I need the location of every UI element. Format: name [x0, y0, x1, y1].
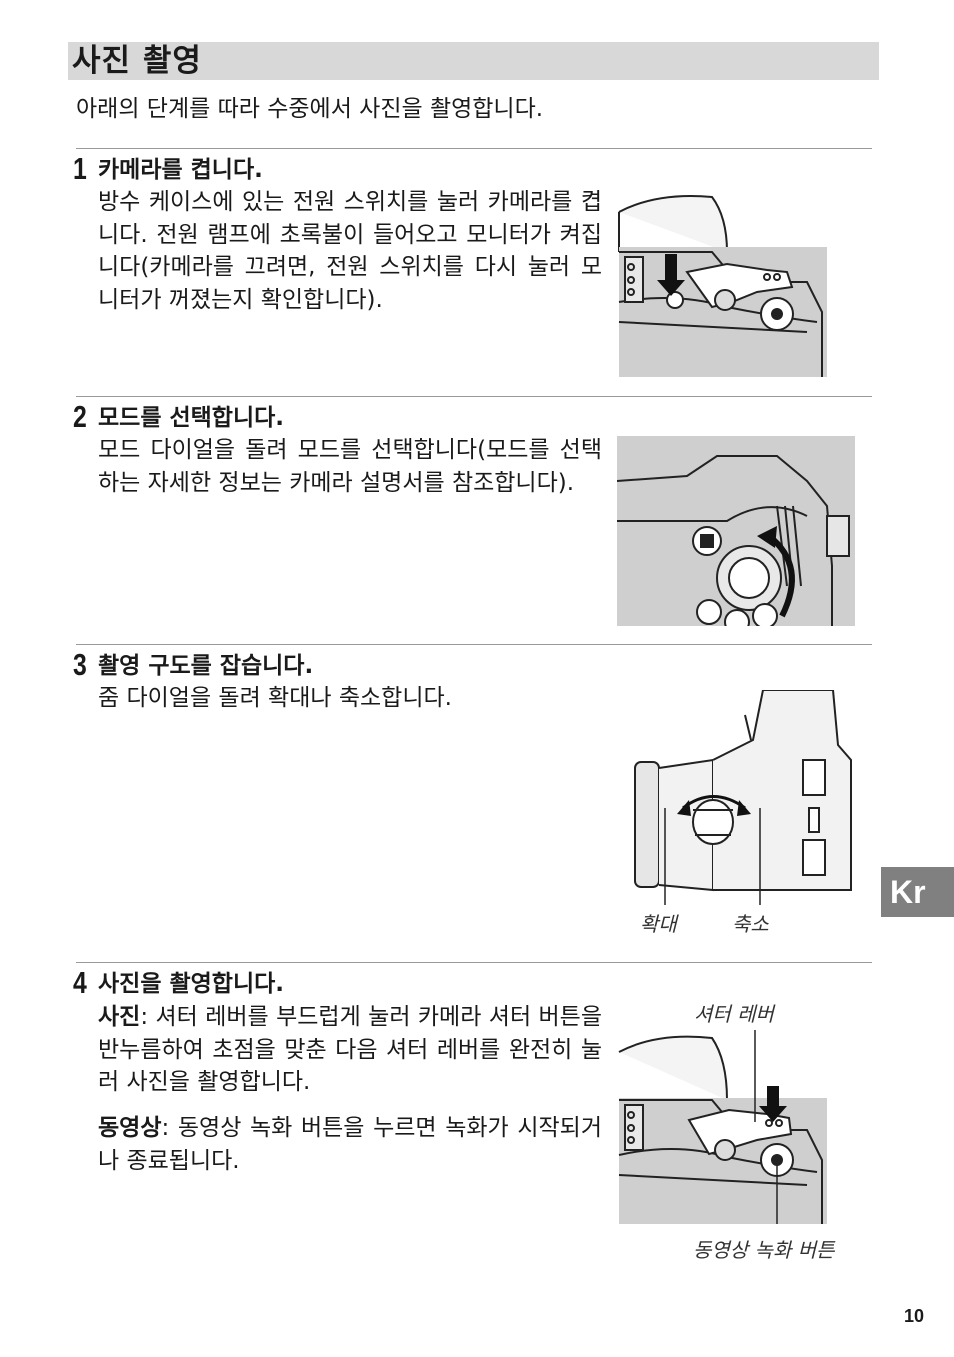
- divider: [76, 962, 872, 963]
- photo-body: : 셔터 레버를 부드럽게 눌러 카메라 셔터 버튼을 반누름하여 초점을 맞춘…: [98, 1004, 602, 1095]
- step-4-photo-text: 사진: 셔터 레버를 부드럽게 눌러 카메라 셔터 버튼을 반누름하여 초점을 …: [98, 1001, 602, 1099]
- divider: [76, 644, 872, 645]
- divider: [76, 396, 872, 397]
- zoom-out-caption: 축소: [732, 912, 769, 936]
- movie-button-caption: 동영상 녹화 버튼: [693, 1238, 835, 1262]
- step-1-title: 카메라를 켭니다.: [98, 157, 263, 183]
- shutter-lever-caption: 셔터 레버: [694, 1002, 774, 1026]
- photo-label: 사진: [98, 1004, 141, 1030]
- step-3-number: 3: [73, 647, 87, 682]
- step-4-number: 4: [73, 965, 87, 1000]
- camera-shutter-illustration: [618, 1030, 827, 1224]
- section-title-bar: [68, 42, 879, 80]
- step-4-title: 사진을 촬영합니다.: [98, 971, 285, 997]
- movie-body: : 동영상 녹화 버튼을 누르면 녹화가 시작되거나 종료됩니다.: [98, 1115, 602, 1174]
- step-2-title: 모드를 선택합니다.: [98, 405, 285, 431]
- camera-power-switch-illustration: [618, 195, 827, 377]
- page-number: 10: [904, 1306, 925, 1326]
- step-4-movie-text: 동영상: 동영상 녹화 버튼을 누르면 녹화가 시작되거나 종료됩니다.: [98, 1112, 602, 1177]
- movie-label: 동영상: [98, 1115, 162, 1141]
- step-2-body: 모드 다이얼을 돌려 모드를 선택합니다(모드를 선택하는 자세한 정보는 카메…: [98, 437, 602, 496]
- step-3-body: 줌 다이얼을 돌려 확대나 축소합니다.: [98, 685, 452, 711]
- divider: [76, 148, 872, 149]
- camera-zoom-dial-illustration: [634, 690, 852, 905]
- language-tab: Kr: [881, 867, 954, 917]
- step-1-body: 방수 케이스에 있는 전원 스위치를 눌러 카메라를 켭니다. 전원 램프에 초…: [98, 189, 602, 313]
- camera-mode-dial-illustration: [617, 436, 855, 626]
- section-intro: 아래의 단계를 따라 수중에서 사진을 촬영합니다.: [76, 96, 544, 122]
- zoom-in-caption: 확대: [640, 912, 677, 936]
- step-2-number: 2: [73, 399, 87, 434]
- section-title: 사진 촬영: [72, 43, 202, 79]
- step-1-number: 1: [73, 151, 87, 186]
- step-3-title: 촬영 구도를 잡습니다.: [98, 653, 314, 679]
